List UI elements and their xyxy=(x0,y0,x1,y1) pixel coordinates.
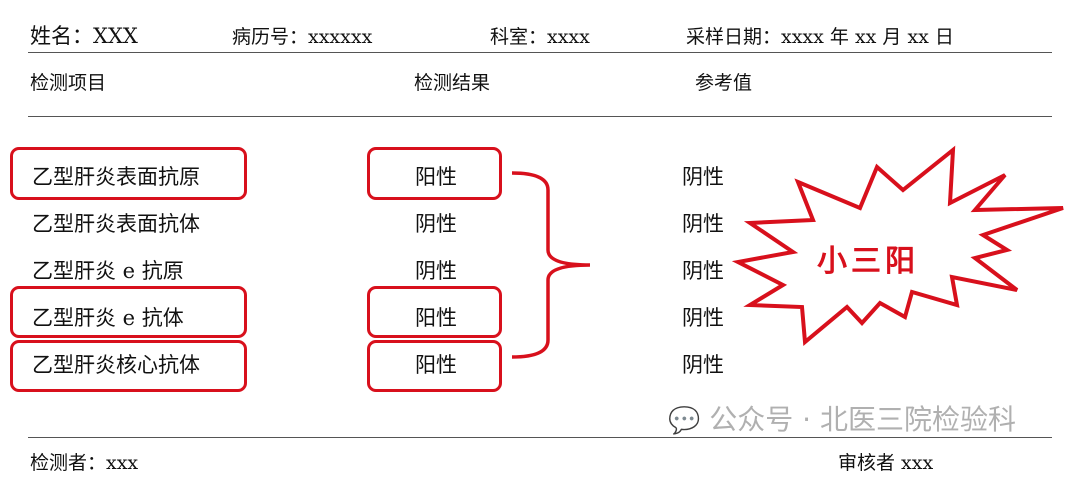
reference-value: 阴性 xyxy=(682,306,724,330)
divider xyxy=(28,116,1052,117)
reference-value: 阴性 xyxy=(682,353,724,377)
wechat-icon: 💬 xyxy=(668,406,701,436)
highlight-box xyxy=(367,147,502,200)
column-header-result: 检测结果 xyxy=(414,72,491,94)
test-item: 乙型肝炎 e 抗原 xyxy=(32,259,184,283)
bracket xyxy=(511,171,591,359)
column-header-item: 检测项目 xyxy=(30,72,107,94)
starburst-shape xyxy=(731,145,1064,346)
highlight-box xyxy=(10,286,247,338)
test-item: 乙型肝炎表面抗原 xyxy=(32,165,200,189)
test-result: 阳性 xyxy=(415,165,457,189)
reference-value: 阴性 xyxy=(682,212,724,236)
test-result: 阴性 xyxy=(415,259,457,283)
divider xyxy=(28,437,1052,438)
test-item: 乙型肝炎 e 抗体 xyxy=(32,306,184,330)
test-result: 阳性 xyxy=(415,353,457,377)
highlight-box xyxy=(10,147,247,200)
reference-value: 阴性 xyxy=(682,259,724,283)
tester: 检测者：xxx xyxy=(30,452,139,474)
callout-label: 小三阳 xyxy=(817,244,919,279)
reference-value: 阴性 xyxy=(682,165,724,189)
watermark: 💬 公众号 · 北医三院检验科 xyxy=(668,398,1016,438)
department: 科室：xxxx xyxy=(490,26,590,48)
watermark-text: 公众号 · 北医三院检验科 xyxy=(709,403,1016,436)
reviewer: 审核者 xxx xyxy=(838,452,934,474)
column-header-reference: 参考值 xyxy=(695,72,753,94)
patient-name: 姓名：XXX xyxy=(30,24,138,48)
record-number: 病历号：xxxxxx xyxy=(232,26,373,48)
highlight-box xyxy=(367,340,502,392)
highlight-box xyxy=(367,286,502,338)
divider xyxy=(28,52,1052,53)
test-item: 乙型肝炎核心抗体 xyxy=(32,353,200,377)
highlight-box xyxy=(10,340,247,392)
sample-date: 采样日期：xxxx 年 xx 月 xx 日 xyxy=(686,26,954,48)
test-item: 乙型肝炎表面抗体 xyxy=(32,212,200,236)
test-result: 阴性 xyxy=(415,212,457,236)
test-result: 阳性 xyxy=(415,306,457,330)
